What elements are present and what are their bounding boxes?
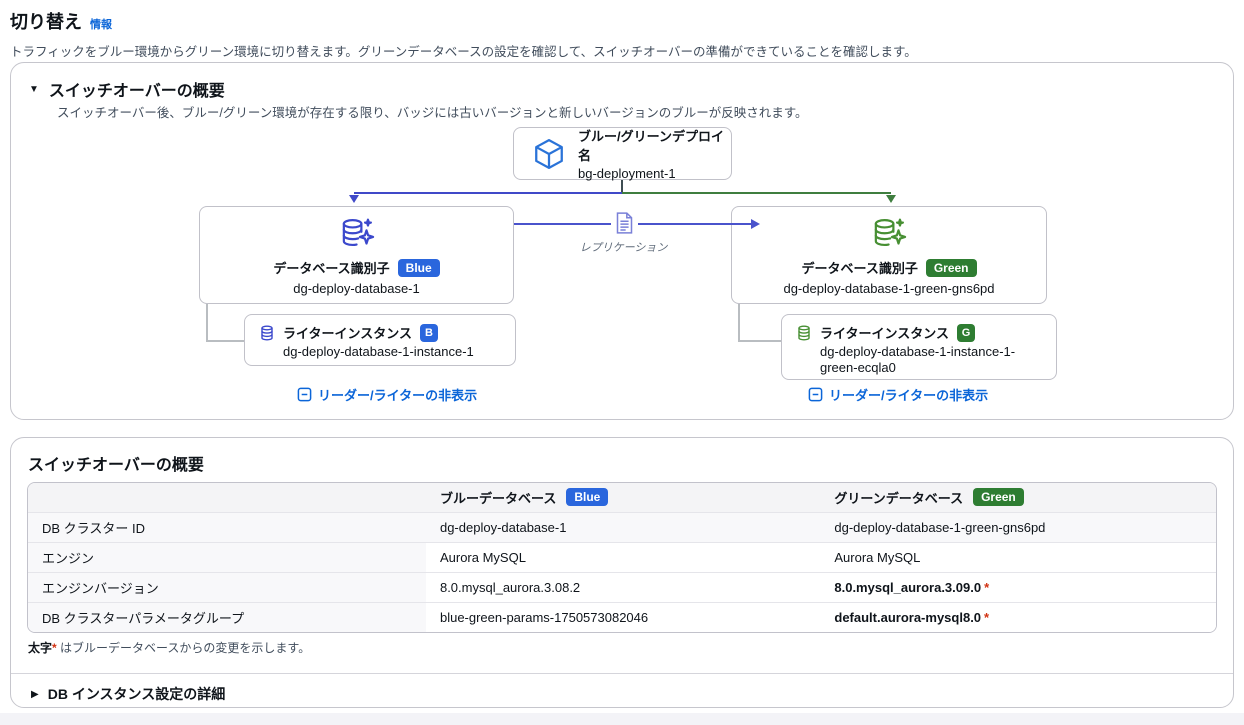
green-value-1: Aurora MySQL [834,549,921,565]
blue-branch-line [354,192,622,194]
green-writer-node: ライターインスタンス G dg-deploy-database-1-instan… [781,314,1057,380]
blue-writer-node: ライターインスタンス B dg-deploy-database-1-instan… [244,314,516,366]
collapse-icon [808,387,823,402]
page-title: 切り替え [10,12,82,32]
green-writer-label: ライターインスタンス [820,326,949,341]
green-value-2: 8.0.mysql_aurora.3.09.0 [834,579,982,595]
green-db-label: データベース識別子 [801,261,918,276]
blue-hide-readers-writers-link[interactable]: リーダー/ライターの非表示 [297,385,477,404]
green-cell: 8.0.mysql_aurora.3.09.0* [820,571,1216,602]
footnote-star: * [52,641,57,655]
footnote-text: はブルーデータベースからの変更を示します。 [56,641,311,655]
green-value-0: dg-deploy-database-1-green-gns6pd [834,519,1046,535]
switchover-overview-panel: ▼ スイッチオーバーの概要 スイッチオーバー後、ブルー/グリーン環境が存在する限… [10,62,1234,420]
footnote-bold: 太字 [28,641,53,655]
green-writer-connector [738,304,740,341]
replication-label: レプリケーション [579,242,668,254]
db-instance-settings-expander[interactable]: ▶ DB インスタンス設定の詳細 [31,684,225,704]
section-title: スイッチオーバーの概要 [48,83,225,100]
cube-icon [532,137,566,171]
summary-title: スイッチオーバーの概要 [28,457,204,474]
deployment-label: ブルー/グリーンデプロイ名 [578,129,724,163]
green-cell: dg-deploy-database-1-green-gns6pd [820,511,1216,542]
blue-value: Aurora MySQL [425,541,821,572]
page-description: トラフィックをブルー環境からグリーン環境に切り替えます。グリーンデータベースの設… [10,45,917,59]
replication-document-icon [611,211,638,235]
blue-writer-name: dg-deploy-database-1-instance-1 [283,344,474,359]
switchover-summary-panel: スイッチオーバーの概要 ブルーデータベース Blue グリーンデータベース [10,437,1234,708]
blue-badge: Blue [566,488,609,507]
blue-writer-badge: B [419,323,438,342]
deployment-stub-line [621,180,623,193]
blue-writer-connector [206,340,244,342]
blue-value: dg-deploy-database-1 [425,511,821,542]
green-hide-readers-writers-link[interactable]: リーダー/ライターの非表示 [808,385,988,404]
collapse-icon [297,387,312,402]
green-writer-name: dg-deploy-database-1-instance-1-green-ec… [820,344,1016,375]
changed-marker: * [984,579,990,595]
table-row: DB クラスターパラメータグループ blue-green-params-1750… [28,601,1216,632]
green-badge: Green [925,258,977,277]
divider [11,673,1233,674]
deployment-name: bg-deployment-1 [578,166,676,181]
database-icon-blue-small [259,325,275,341]
row-label: DB クラスターパラメータグループ [28,601,426,632]
blue-value: blue-green-params-1750573082046 [425,601,821,632]
table-footnote: 太字* はブルーデータベースからの変更を示します。 [28,639,310,656]
empty-header-cell [28,483,426,512]
switchover-overview-expander[interactable]: ▼ スイッチオーバーの概要 [29,77,225,101]
changed-marker: * [984,609,990,625]
green-badge: Green [973,488,1024,507]
green-database-node: データベース識別子 Green dg-deploy-database-1-gre… [731,206,1047,304]
blue-writer-connector [206,304,208,341]
green-db-name: dg-deploy-database-1-green-gns6pd [783,281,995,296]
expander-label: DB インスタンス設定の詳細 [47,686,226,702]
deployment-node: ブルー/グリーンデプロイ名 bg-deployment-1 [513,127,732,181]
blue-writer-label: ライターインスタンス [283,326,412,341]
row-label: DB クラスター ID [28,511,426,542]
row-label: エンジンバージョン [28,571,426,602]
aurora-database-icon-blue [338,216,376,252]
aurora-database-icon-green [870,216,908,252]
green-writer-connector [738,340,781,342]
green-writer-badge: G [956,323,975,342]
green-value-3: default.aurora-mysql8.0 [834,609,982,625]
blue-column-header: ブルーデータベース Blue [425,483,821,512]
blue-badge: Blue [397,258,440,277]
info-link[interactable]: 情報 [90,19,112,31]
table-row: エンジンバージョン 8.0.mysql_aurora.3.08.2 8.0.my… [28,571,1216,602]
toggle-link-label: リーダー/ライターの非表示 [829,388,989,403]
replication-arrow-icon [751,219,760,229]
comparison-table: ブルーデータベース Blue グリーンデータベース Green DB クラスター… [27,482,1217,633]
green-column-header: グリーンデータベース Green [820,483,1216,512]
row-label: エンジン [28,541,426,572]
database-icon-green-small [796,325,812,341]
green-arrow-icon [886,195,896,203]
green-cell: default.aurora-mysql8.0* [820,601,1216,632]
green-cell: Aurora MySQL [820,541,1216,572]
caret-right-icon: ▶ [31,688,39,700]
table-row: DB クラスター ID dg-deploy-database-1 dg-depl… [28,511,1216,542]
toggle-link-label: リーダー/ライターの非表示 [318,388,478,403]
blue-db-label: データベース識別子 [273,261,390,276]
blue-value: 8.0.mysql_aurora.3.08.2 [425,571,821,602]
blue-database-node: データベース識別子 Blue dg-deploy-database-1 [199,206,514,304]
blue-column-label: ブルーデータベース [439,490,557,506]
green-branch-line [622,192,891,194]
page-bottom-strip [0,713,1244,725]
page-header: 切り替え 情報 トラフィックをブルー環境からグリーン環境に切り替えます。グリーン… [10,8,1234,60]
table-row: エンジン Aurora MySQL Aurora MySQL [28,541,1216,572]
section-subtitle: スイッチオーバー後、ブルー/グリーン環境が存在する限り、バッジには古いバージョン… [57,106,808,120]
blue-arrow-icon [349,195,359,203]
blue-db-name: dg-deploy-database-1 [293,281,420,296]
table-header-row: ブルーデータベース Blue グリーンデータベース Green [28,483,1216,512]
green-column-label: グリーンデータベース [834,490,964,506]
caret-down-icon: ▼ [29,83,39,95]
